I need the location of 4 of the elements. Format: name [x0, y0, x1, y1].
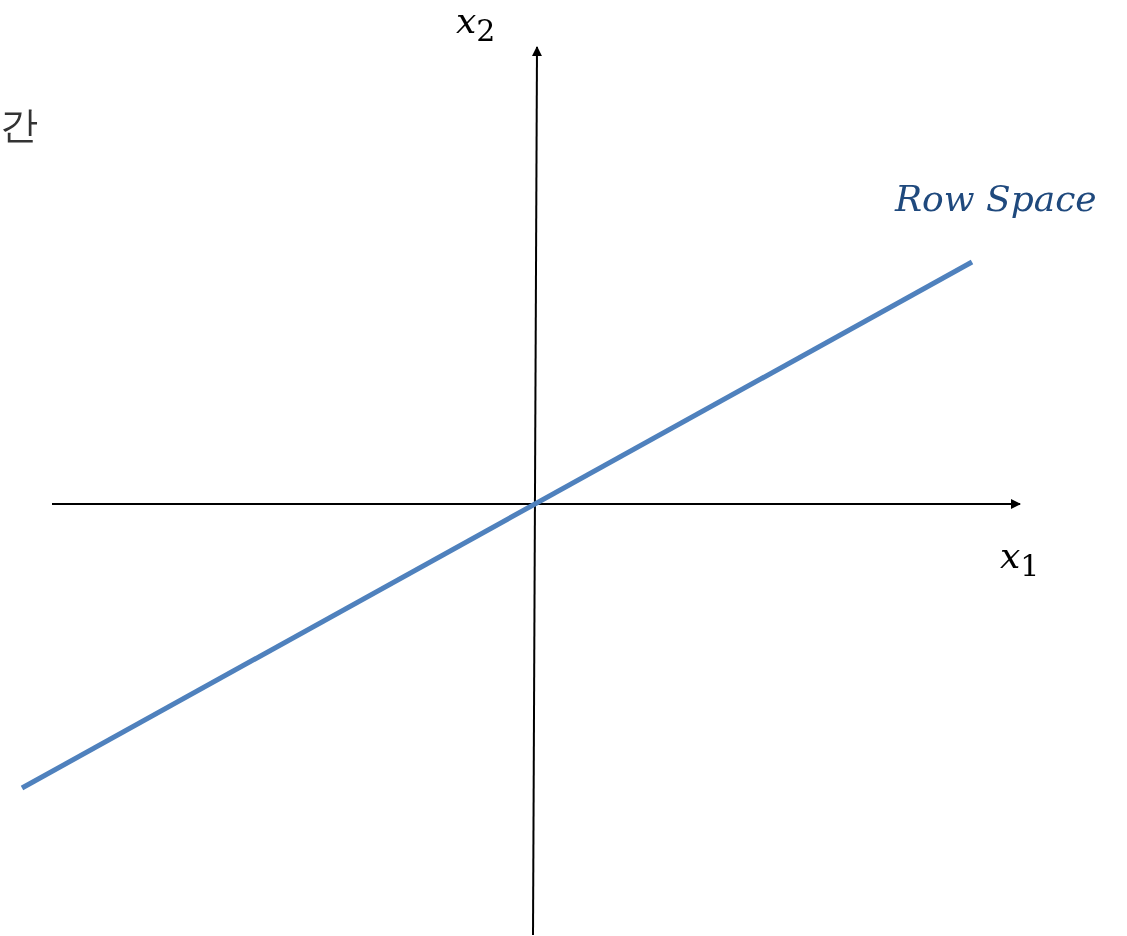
- axis-label: x$_{1}$: [1000, 535, 1040, 584]
- line-label: Row Space: [895, 178, 1097, 219]
- heading-text: 간: [0, 102, 38, 149]
- axis-label: x$_{2}$: [456, 0, 496, 49]
